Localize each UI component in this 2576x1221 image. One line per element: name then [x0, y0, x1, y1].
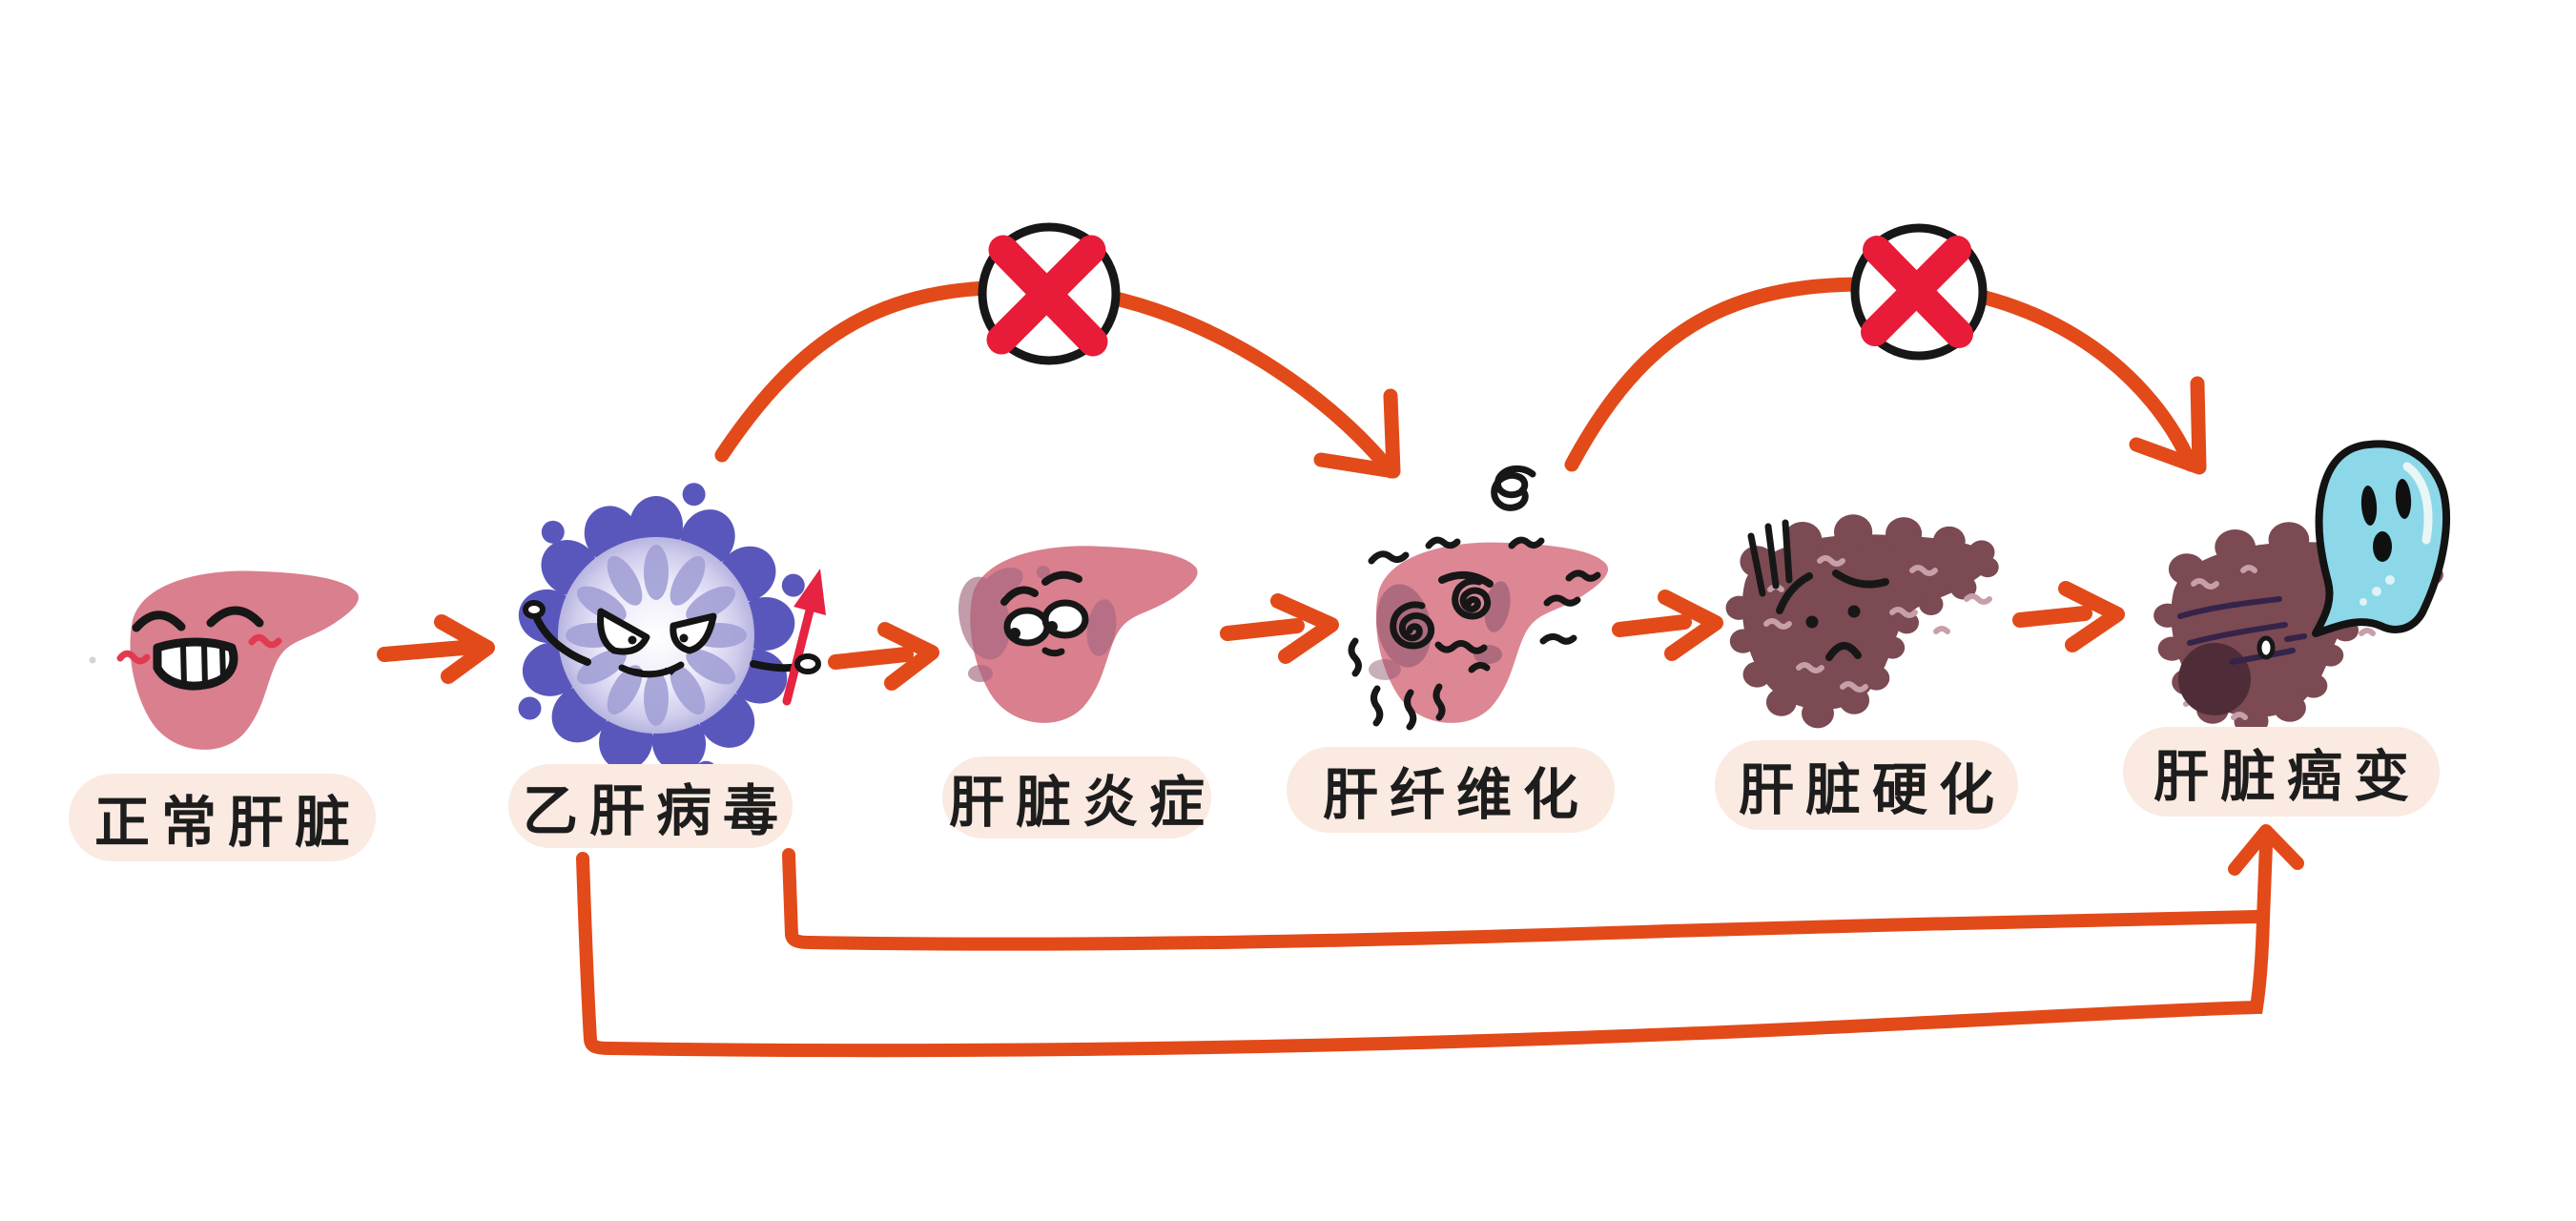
virus-core [558, 537, 754, 734]
tumor [2178, 643, 2251, 715]
normal-liver-illustration [116, 570, 359, 750]
tiny-mouth [2257, 635, 2276, 660]
wavy-mouth [1434, 640, 1488, 654]
paper-speck [89, 656, 96, 664]
angry-brow [1438, 570, 1494, 588]
blush-right [248, 633, 282, 649]
stage-label-hepatitis-b-virus: 乙肝病毒 [508, 764, 793, 848]
x-mark-icon [1861, 236, 1973, 348]
blush-left [116, 650, 151, 665]
dot-eye-right [1847, 605, 1861, 618]
scratch-lines [2177, 596, 2307, 665]
virus-hand [794, 653, 821, 674]
arrow-right-icon-3 [1220, 593, 1339, 664]
x-mark-circle-1 [978, 222, 1121, 365]
sad-brow-right [1832, 569, 1889, 589]
arrow-right-icon-2 [828, 622, 939, 691]
happy-eye-left [132, 610, 186, 632]
arrowhead-down-right [1313, 388, 1401, 479]
ghost-eye-left [2360, 486, 2378, 526]
ghost-icon [2312, 440, 2451, 637]
arrowhead-down-right [2129, 376, 2207, 475]
inflamed-liver-illustration [958, 546, 1198, 723]
virus-left-arm [523, 600, 591, 666]
stage-label-liver-fibrosis: 肝纤维化 [1287, 747, 1615, 833]
spiral-eyes [1390, 577, 1492, 650]
held-red-arrow-head [793, 569, 826, 615]
dizzy-coil [1491, 465, 1536, 511]
stage-label-liver-inflammation: 肝脏炎症 [942, 756, 1211, 838]
bypass-path-virus-to-cancer [576, 824, 2304, 1058]
frown-mouth [1825, 642, 1862, 661]
fibrotic-liver-illustration [1348, 465, 1609, 731]
blocked-path-virus-to-fibrosis [714, 222, 1401, 479]
arrow-right-icon-4 [1612, 590, 1723, 661]
arrow-right-icon-5 [2012, 581, 2125, 652]
arrowhead-up [2228, 824, 2304, 876]
worried-brow-right [1041, 570, 1082, 586]
fiber-squiggles [1348, 536, 1601, 731]
happy-eye-right [206, 606, 264, 628]
cirrhotic-liver-illustration [1726, 514, 1999, 728]
x-mark-icon [986, 235, 1108, 357]
hepatitis-b-virus-illustration [518, 483, 826, 784]
ghost-highlight [2402, 462, 2433, 545]
side-glance-eyes [1003, 599, 1089, 647]
stage-label-liver-cirrhosis: 肝脏硬化 [1715, 740, 2018, 830]
bypass-path-inflammation-to-cancer [782, 848, 2263, 951]
small-mouth [1041, 647, 1065, 657]
stage-label-normal-liver: 正常肝脏 [69, 774, 376, 861]
hardening-texture [1763, 555, 1992, 693]
cancerous-liver-illustration [2154, 440, 2451, 735]
angry-eyes [597, 608, 717, 655]
arrow-right-icon-1 [377, 614, 495, 684]
ghost-eye-right [2395, 479, 2412, 519]
x-mark-circle-2 [1850, 223, 1988, 361]
ghost-dots [2360, 575, 2395, 606]
worried-brow-left [1000, 586, 1039, 606]
dot-eye-left [1805, 615, 1819, 629]
held-red-arrow-shaft [782, 606, 814, 706]
sad-brow-left [1776, 572, 1813, 614]
virus-right-arm [750, 569, 826, 706]
blocked-path-fibrosis-to-cancer [1564, 223, 2207, 475]
stress-lines [1747, 519, 1793, 597]
ghost-mouth [2373, 531, 2392, 562]
stage-label-liver-cancer: 肝脏癌变 [2123, 727, 2440, 817]
grin-mouth [153, 637, 238, 691]
smirk-mouth [618, 661, 685, 678]
